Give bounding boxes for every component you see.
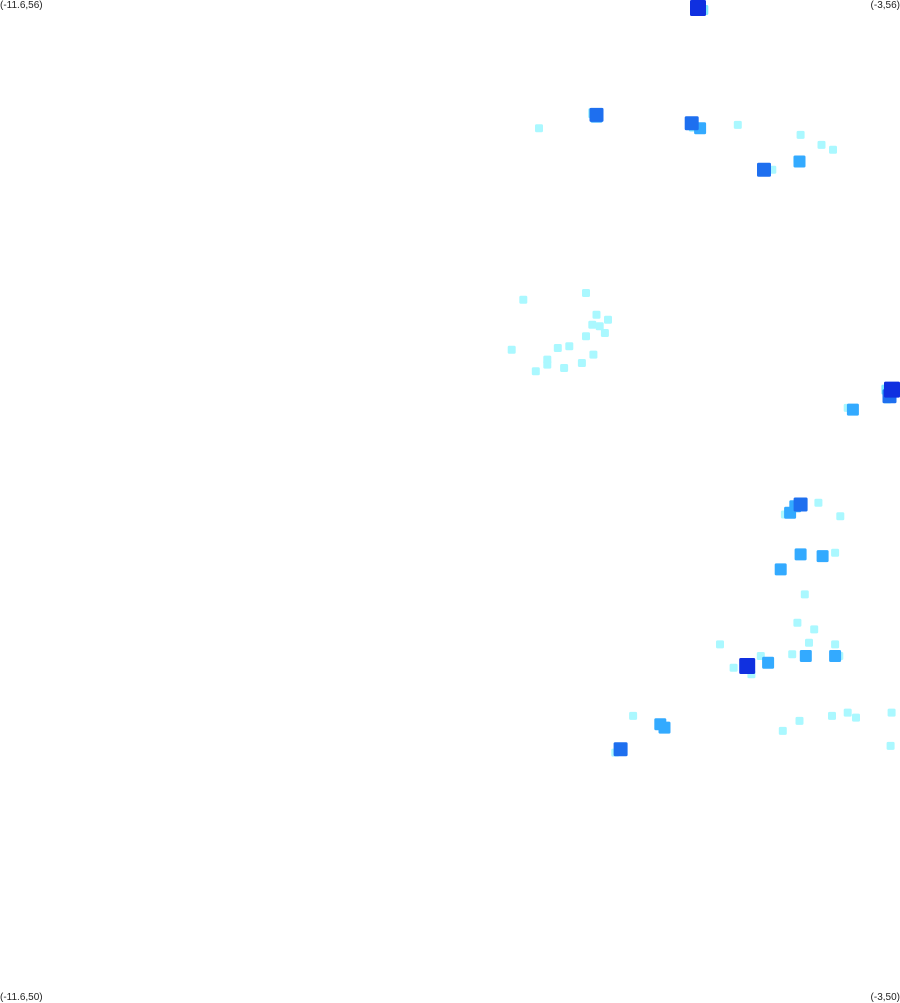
corner-label-top-right: (-3,56) <box>870 0 900 11</box>
rain-cells <box>507 0 900 757</box>
rain-cell <box>836 512 845 521</box>
rain-cell <box>604 315 612 324</box>
rain-cell <box>843 708 852 717</box>
rain-cell <box>589 107 604 122</box>
rain-cell <box>788 650 797 659</box>
rain-cell <box>613 742 628 757</box>
rain-cell <box>814 498 823 507</box>
rain-cell <box>774 563 787 576</box>
rain-cell <box>793 618 802 627</box>
rain-cell <box>810 625 819 634</box>
rain-cell <box>658 721 671 734</box>
rain-cell <box>535 124 543 133</box>
rain-cell <box>733 120 742 129</box>
rain-cell <box>831 640 840 649</box>
rain-cell <box>793 155 806 168</box>
rain-cell <box>829 650 842 662</box>
corner-label-bottom-right: (-3,50) <box>870 992 900 1003</box>
rain-cell <box>778 726 787 735</box>
corner-label-top-left: (-11.6,56) <box>0 0 43 11</box>
corner-label-bottom-left: (-11.6,50) <box>0 992 43 1003</box>
rain-cell <box>507 345 516 354</box>
rain-cell <box>831 548 840 557</box>
rain-cell <box>588 320 597 329</box>
rain-cell <box>684 116 699 131</box>
rain-cell <box>884 381 900 398</box>
rain-cell <box>805 638 813 647</box>
rain-cell <box>817 140 826 149</box>
rain-cell <box>793 497 808 512</box>
rain-cell <box>531 367 540 376</box>
rain-cell <box>829 145 837 154</box>
rain-cell <box>600 329 609 337</box>
rain-cell <box>762 656 775 669</box>
rain-cell <box>589 350 598 359</box>
rain-cell <box>828 711 836 720</box>
rain-cell <box>887 708 896 717</box>
rain-cell <box>729 663 738 672</box>
rain-cell <box>852 713 860 722</box>
rain-cell <box>595 322 604 331</box>
rain-cell <box>796 130 805 139</box>
rain-cell <box>739 658 756 674</box>
rain-cell <box>799 650 812 662</box>
rain-cell <box>794 548 807 561</box>
rain-cell <box>784 506 797 519</box>
rain-cell <box>846 403 859 416</box>
rain-cell <box>565 342 574 351</box>
rain-cell <box>543 360 552 369</box>
rain-cell <box>553 344 562 352</box>
rain-cell <box>582 289 590 297</box>
rain-cell <box>629 711 638 720</box>
rain-cell <box>795 716 804 725</box>
rain-cell <box>560 364 569 372</box>
rain-cell <box>690 0 706 16</box>
rain-cell <box>800 590 809 599</box>
rain-cell <box>816 550 829 563</box>
rain-cell <box>716 640 724 649</box>
rain-cell <box>519 295 528 304</box>
rain-cell <box>592 310 601 319</box>
rain-cell <box>757 162 771 177</box>
rain-cell <box>886 741 895 750</box>
rain-cell <box>577 359 586 367</box>
rain-cell <box>582 332 590 341</box>
